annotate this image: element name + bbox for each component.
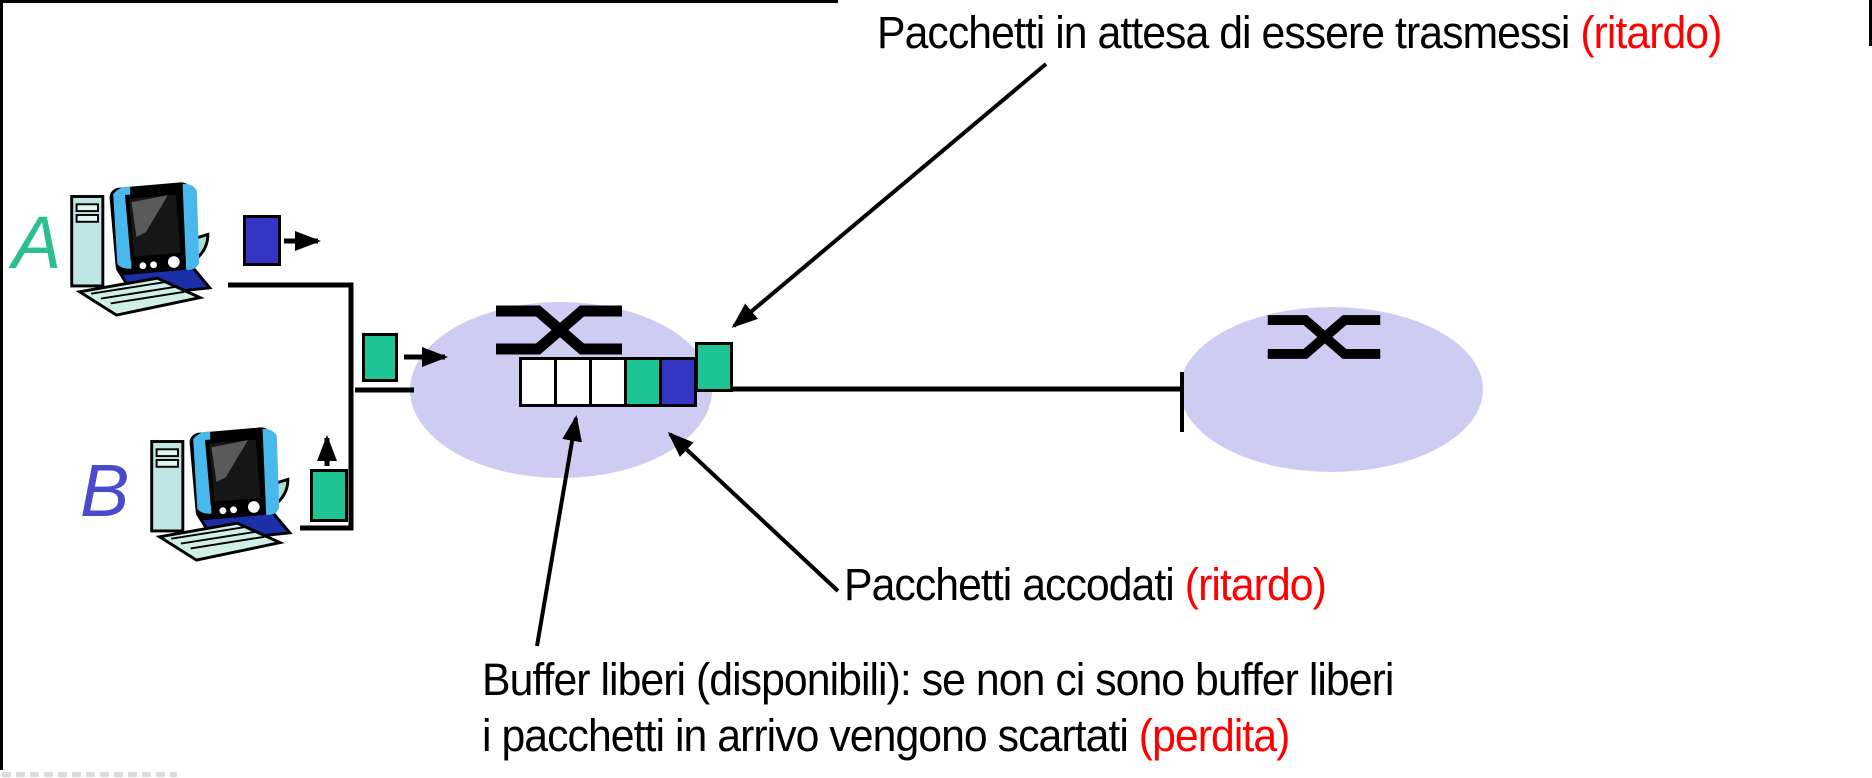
buffers-annotation: Buffer liberi (disponibili): se non ci s… xyxy=(482,652,1394,764)
buffers-annotation-line2: i pacchetti in arrivo vengono scartati (… xyxy=(482,708,1393,764)
buffers-annotation-line2-text: i pacchetti in arrivo vengono scartati xyxy=(482,710,1139,761)
queue-cell-empty xyxy=(554,357,592,407)
packet-blue-from-a xyxy=(243,215,281,266)
waiting-annotation-arrow xyxy=(731,62,1048,328)
packet-being-transmitted xyxy=(695,342,733,392)
queue-cell-empty xyxy=(519,357,557,407)
host-b-label: B xyxy=(80,449,130,532)
buffers-annotation-line1: Buffer liberi (disponibili): se non ci s… xyxy=(482,654,1394,705)
slide-border-left xyxy=(0,0,3,770)
packet-green-from-b xyxy=(310,469,348,522)
slide-border-top xyxy=(0,0,838,3)
waiting-annotation-highlight: (ritardo) xyxy=(1580,7,1722,58)
queue-cell-green xyxy=(624,357,662,407)
host-a-computer-icon xyxy=(62,180,237,318)
queue-cell-blue xyxy=(659,357,697,407)
queued-annotation: Pacchetti accodati (ritardo) xyxy=(844,558,1327,612)
buffers-annotation-line2-highlight: (perdita) xyxy=(1138,710,1291,761)
packet-green-entering-router xyxy=(362,333,398,382)
footer-text-fragment xyxy=(2,772,177,777)
queued-annotation-arrow xyxy=(667,431,840,593)
host-a-label: A xyxy=(12,201,62,284)
queued-annotation-highlight: (ritardo) xyxy=(1184,559,1327,610)
router-buffer-queue xyxy=(519,357,697,407)
slide-border-right-tick xyxy=(1869,0,1872,46)
host-links-line xyxy=(228,282,354,531)
host-b-computer-icon xyxy=(142,425,317,563)
switch-fabric-icon xyxy=(496,305,622,355)
waiting-annotation-text: Pacchetti in attesa di essere trasmessi xyxy=(877,7,1581,58)
queued-annotation-text: Pacchetti accodati xyxy=(844,559,1185,610)
switch-fabric-icon xyxy=(1267,315,1381,359)
buffers-annotation-arrow xyxy=(535,415,582,647)
queue-cell-empty xyxy=(589,357,627,407)
waiting-annotation: Pacchetti in attesa di essere trasmessi … xyxy=(877,6,1722,60)
